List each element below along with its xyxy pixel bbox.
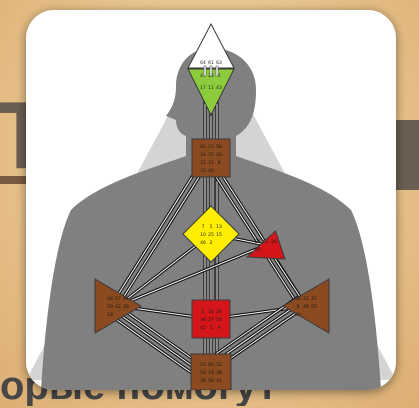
gate-label-root-38: 38 — [216, 370, 222, 376]
gate-label-throat-35: 35 — [208, 152, 214, 158]
gate-label-heart-21: 21 — [255, 239, 261, 245]
gate-label-spleen-18: 18 — [107, 312, 113, 318]
gate-label-spleen-48: 48 — [107, 296, 113, 302]
gate-label-sacral-34: 34 — [200, 317, 206, 323]
gate-label-g-10: 10 — [200, 232, 206, 238]
gate-label-sacral-3: 3 — [210, 325, 213, 331]
gate-label-g-25: 25 — [208, 232, 214, 238]
gate-label-throat-45: 45 — [208, 168, 214, 174]
gate-label-spleen-44: 44 — [123, 296, 129, 302]
gate-label-sacral-9: 9 — [218, 325, 221, 331]
head-ajna-pillar-2 — [216, 66, 218, 76]
gate-label-root-19: 19 — [208, 370, 214, 376]
gate-label-ajna-43: 43 — [216, 85, 222, 91]
gate-label-solar-plexus-36: 36 — [295, 296, 301, 302]
gate-label-heart-40: 40 — [255, 247, 261, 253]
gate-label-ajna-11: 11 — [208, 85, 214, 91]
gate-label-solar-plexus-22: 22 — [303, 296, 309, 302]
gate-label-spleen-57: 57 — [115, 296, 121, 302]
gate-label-throat-16: 16 — [200, 152, 206, 158]
gate-label-throat-12: 12 — [200, 160, 206, 166]
gate-label-sacral-42: 42 — [200, 325, 206, 331]
gate-label-throat-31: 31 — [208, 160, 214, 166]
gate-label-root-58: 58 — [208, 378, 214, 384]
gate-label-root-54: 54 — [200, 370, 206, 376]
gate-label-head-64: 64 — [200, 60, 206, 66]
gate-label-throat-8: 8 — [218, 160, 221, 166]
gate-label-g-2: 2 — [210, 240, 213, 246]
gate-label-g-7: 7 — [202, 224, 205, 230]
gate-label-solar-plexus-55: 55 — [311, 304, 317, 310]
gate-label-throat-23: 23 — [208, 144, 214, 150]
gate-label-heart-26: 26 — [271, 239, 277, 245]
gate-label-throat-62: 62 — [200, 144, 206, 150]
gate-label-spleen-50: 50 — [107, 304, 113, 310]
gate-label-solar-plexus-37: 37 — [311, 296, 317, 302]
gate-label-g-13: 13 — [216, 224, 222, 230]
gate-label-ajna-17: 17 — [200, 85, 206, 91]
gate-label-root-41: 41 — [216, 378, 222, 384]
gate-label-head-63: 63 — [216, 60, 222, 66]
gate-label-g-1: 1 — [210, 224, 213, 230]
head-ajna-pillar-1 — [210, 66, 212, 76]
head-ajna-pillar-0 — [204, 66, 206, 76]
gate-label-root-53: 53 — [200, 362, 206, 368]
gate-label-throat-20: 20 — [216, 152, 222, 158]
gate-label-spleen-28: 28 — [123, 304, 129, 310]
gate-label-solar-plexus-49: 49 — [303, 304, 309, 310]
gate-label-throat-56: 56 — [216, 144, 222, 150]
gate-label-root-60: 60 — [208, 362, 214, 368]
gate-label-head-61: 61 — [208, 60, 214, 66]
gate-label-spleen-32: 32 — [115, 304, 121, 310]
gate-label-g-15: 15 — [216, 232, 222, 238]
gate-label-solar-plexus-30: 30 — [295, 312, 301, 318]
gate-label-sacral-27: 27 — [208, 317, 214, 323]
gate-label-sacral-59: 59 — [216, 317, 222, 323]
gate-label-root-39: 39 — [200, 378, 206, 384]
gate-label-solar-plexus-6: 6 — [297, 304, 300, 310]
gate-label-sacral-29: 29 — [216, 309, 222, 315]
gate-label-root-52: 52 — [216, 362, 222, 368]
gate-label-g-46: 46 — [200, 240, 206, 246]
gate-label-heart-51: 51 — [263, 239, 269, 245]
gate-label-throat-33: 33 — [200, 168, 206, 174]
gate-label-sacral-14: 14 — [208, 309, 214, 315]
gate-label-sacral-5: 5 — [202, 309, 205, 315]
